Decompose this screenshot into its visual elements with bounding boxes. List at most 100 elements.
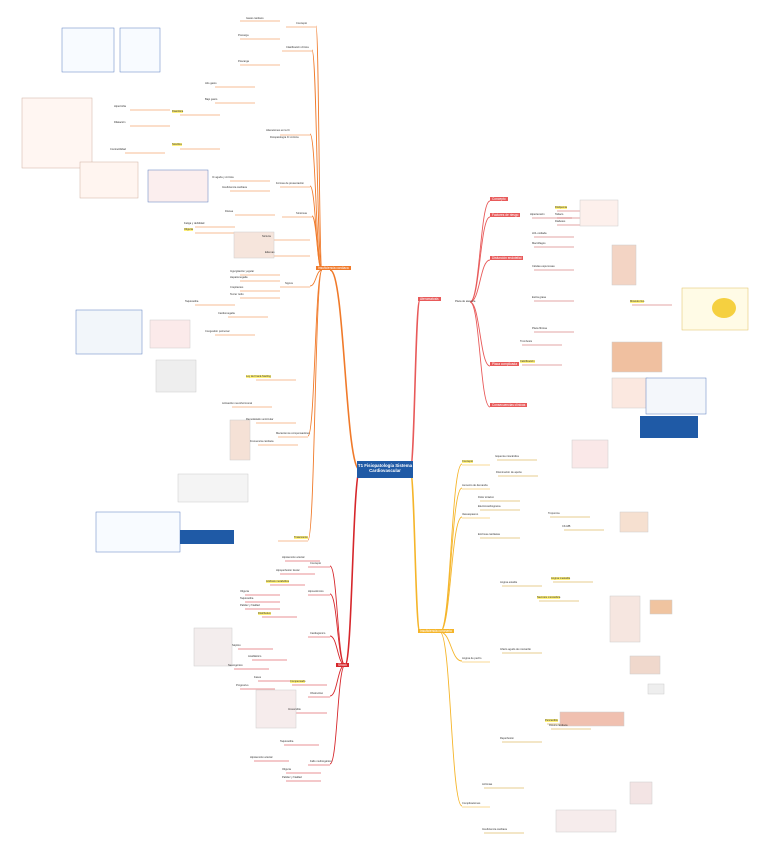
atero-musculo-liso: Músculo liso [630,300,645,304]
ic-remodelado: Remodelado ventricular [246,418,274,421]
img-heart-obstructive [255,689,297,729]
img-face-edema [233,231,275,259]
ic-hepatomegalia: Hepatomegalia [230,276,248,279]
shock-palidez: Palidez y frialdad [240,604,260,607]
branch-shock[interactable]: Shock [336,663,349,667]
coro-iam: Infarto agudo de miocardio [500,648,531,651]
img-arteries-row [559,711,625,727]
shock-oliguria: Oliguria [240,590,249,593]
atero-dislipemia: Dislipemia [555,206,567,210]
img-artery-layers [611,244,637,286]
img-heart-small [629,781,653,805]
shock-taquicardia-2: Taquicardia [280,740,294,743]
img-atero-progression [645,377,707,415]
central-topic[interactable]: T1 Fisiopatología Sistema Cardiovascular [357,461,413,478]
shock-distributivo: Distributivo [258,612,271,616]
shock-fmo[interactable]: Fallo multiorgánico [310,760,332,763]
shock-cardiogenico[interactable]: Cardiogénico [310,632,326,635]
connector-atero-sub-4 [469,301,491,408]
atero-endotelio[interactable]: Disfunción endotelial [490,256,524,260]
ic-gasto-cardiaco: Gasto cardíaco [246,17,264,20]
atero-hta: Hipertensión [530,213,545,216]
img-ecg [647,683,665,695]
connector-ic-sub-2 [309,133,323,271]
ic-tratamiento-label[interactable]: Tratamiento [294,536,308,540]
shock-anafilactico: Anafiláctico [248,655,262,658]
shock-hipovolemico[interactable]: Hipovolémico [308,590,324,593]
ic-frank: Ley de Frank-Starling [246,375,271,379]
img-cardiomegalia-xray [75,309,143,355]
central-topic-line1: T1 Fisiopatología Sistema [357,463,413,468]
ic-fisiopatologia[interactable]: Fisiopatología IC crónica [270,136,299,139]
connector-coro-sub-0 [439,463,463,633]
img-vessel-2 [649,599,673,615]
img-curve-frank [61,27,115,73]
connector-atero-sub-2 [469,259,491,303]
img-chest-pain [619,511,649,533]
shock-hipotension-2: Hipotensión arterial [250,756,273,759]
atero-celulas-espumosas: Células espumosas [532,265,555,268]
img-thrombus [611,377,649,409]
branch-ateromatosis[interactable]: Ateromatosis [418,297,441,301]
ic-ic-aguda: IC aguda y crónica [212,176,234,179]
connector-shock-sub-1 [329,593,346,666]
shock-fases: Fases [254,676,262,679]
ic-sintomas[interactable]: Síntomas [296,212,307,215]
atero-consecuencias[interactable]: Consecuencias clínicas [490,403,528,407]
img-leg-edema [229,419,251,461]
shock-hipoperfusion: Hipoperfusión tisular [276,569,300,572]
atero-ldl: LDL oxidada [532,232,547,235]
connector-ic-sub-5 [309,269,323,287]
coro-concepto[interactable]: Concepto [462,460,474,464]
shock-neurogenico: Neurogénico [228,664,243,667]
atero-diabetes: Diabetes [555,220,566,223]
shock-concepto[interactable]: Concepto [310,562,322,565]
coro-vasoespasmo[interactable]: Vasoespasmo [462,513,479,516]
branch-insuficiencia-cardiaca[interactable]: Insuficiencia cardíaca [316,266,351,270]
img-coronary-heart [571,439,609,469]
shock-septico: Séptico [232,644,241,647]
atero-concepto[interactable]: Concepto [490,197,508,201]
shock-obstructivo[interactable]: Obstructivo [310,692,324,695]
ic-clinica: Insuficiencia cardíaca [222,186,247,189]
ic-clasificacion[interactable]: Clasificación clínica [286,46,309,49]
ic-formas[interactable]: Formas de presentación [276,182,304,185]
ic-signos[interactable]: Signos [285,282,293,285]
coro-complicaciones[interactable]: Complicaciones [462,802,481,805]
atero-complicada[interactable]: Placa complicada [490,362,519,366]
ic-hipertrofia: Hipertrofia [114,105,126,108]
coro-inestable: Angina inestable [551,577,571,581]
atero-tabaco: Tabaco [555,213,564,216]
ic-frecuencia: Frecuencia cardíaca [250,440,274,443]
ic-fatiga: Fatiga y debilidad [184,222,205,225]
ic-diastolica: Diastólica [172,110,184,114]
img-plaque [611,341,663,373]
connector-coro-sub-3 [439,631,463,662]
connector-atero-sub-3 [469,301,491,367]
ic-alteraciones[interactable]: Alteraciones en la IC [266,129,290,132]
coro-angina[interactable]: Angina de pecho [462,657,482,660]
img-vessel [579,199,619,227]
ic-bajo-gasto: Bajo gasto [205,98,218,101]
coro-demanda[interactable]: Aumento de demanda [462,484,488,487]
ic-ingurgitacion: Ingurgitación yugular [230,270,255,273]
coro-arritmias: Arritmias [482,783,493,786]
ic-neurohormonal: Activación neurohormonal [222,402,252,405]
ic-concepto[interactable]: Concepto [296,22,308,25]
connector-coro-sub-4 [439,631,463,807]
atero-estria: Estría grasa [532,296,546,299]
connector-ic-sub-6 [307,269,323,437]
ic-cardiomegalia: Cardiomegalia [218,312,235,315]
atero-factores[interactable]: Factores de riesgo [490,213,521,217]
img-jugular [155,359,197,393]
ic-mecanismos[interactable]: Mecanismos compensadores [276,432,310,435]
atero-placa[interactable]: Placa de ateroma [455,300,476,303]
ic-congestion: Congestión pulmonar [205,330,230,333]
shock-progresivo: Progresivo [236,684,249,687]
coro-isquemia: Isquemia miocárdica [495,455,519,458]
img-cycle-center [712,298,736,318]
shock-compensado: Compensado [290,680,306,684]
branch-insuficiencia-coronaria[interactable]: Insuficiencia coronaria [418,629,454,633]
ic-nicturia: Nicturia [262,235,271,238]
coro-ic: Insuficiencia cardíaca [482,828,507,831]
